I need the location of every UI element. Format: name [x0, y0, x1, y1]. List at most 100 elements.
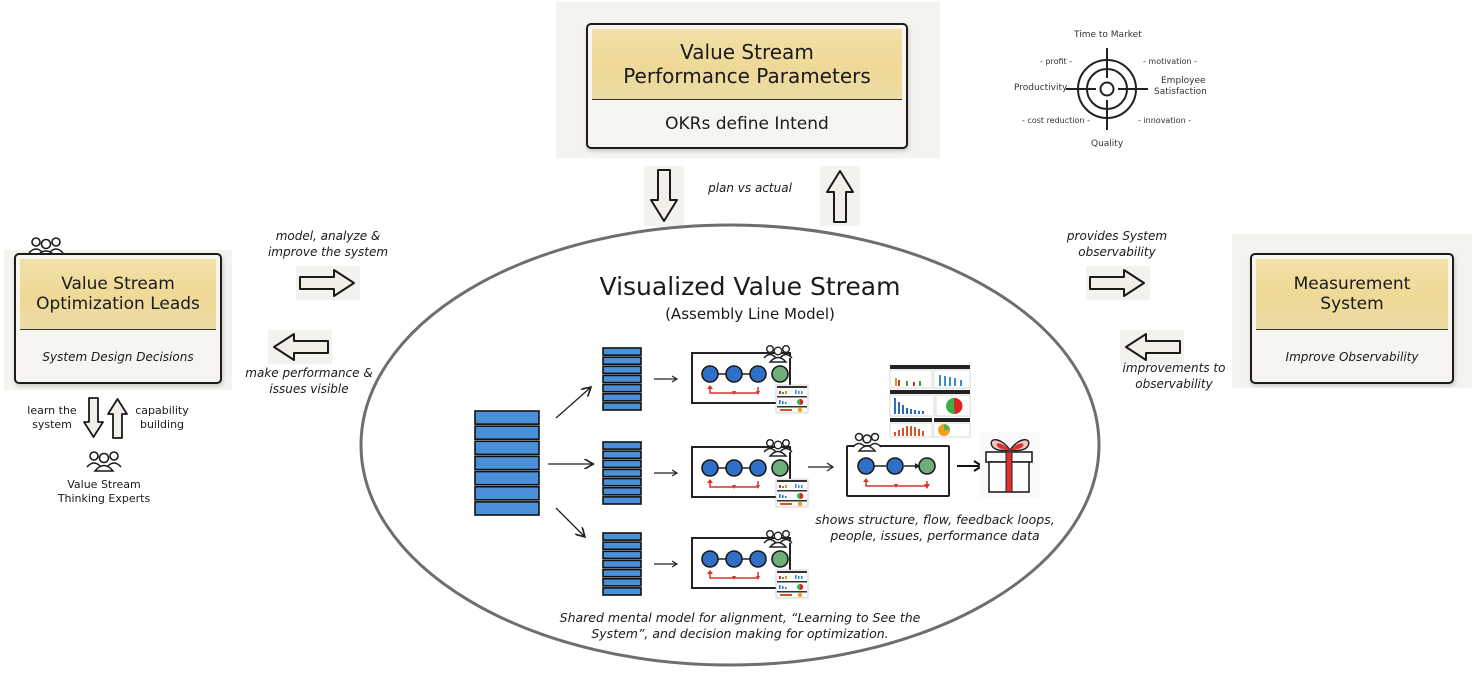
arrow-to-stream-3: [555, 507, 584, 536]
stream-backlog: [602, 441, 642, 505]
process-node: [749, 365, 767, 383]
experts-line2: Thinking Experts: [57, 492, 151, 505]
stream-row: [596, 437, 812, 527]
capability-label-line1: capability: [135, 404, 189, 417]
backlog-item: [602, 392, 642, 402]
aggregate-node-3: [918, 457, 936, 475]
stream-backlog: [602, 532, 642, 596]
process-node: [701, 459, 719, 477]
left-box-header: Value Stream Optimization Leads: [20, 259, 216, 330]
stream-process: [654, 345, 809, 414]
aggregate-node-1: [857, 457, 875, 475]
target-label-right-line1: Employee: [1161, 76, 1206, 86]
stream-row: [596, 528, 812, 618]
stream-row: [596, 343, 812, 433]
backlog-item: [602, 587, 642, 596]
target-label-top-left: - profit -: [1040, 57, 1073, 66]
process-node: [725, 459, 743, 477]
arrow-left-improvements: [1120, 330, 1184, 364]
mini-dashboard: [775, 569, 809, 599]
value-stream-thinking-experts-label: Value Stream Thinking Experts: [44, 478, 164, 506]
shared-mental-line1: Shared mental model for alignment, “Lear…: [559, 610, 921, 625]
stream-backlog-items: [602, 532, 642, 596]
arrow-right-to-value-stream: [296, 266, 360, 300]
provides-label-line1: provides System: [1066, 229, 1168, 243]
capability-building-label: capability building: [130, 404, 194, 432]
backlog-item: [602, 577, 642, 587]
backlog-item: [602, 486, 642, 496]
improvements-observability-label: improvements to observability: [1112, 360, 1236, 392]
target-label-top-right: - motivation -: [1143, 57, 1197, 66]
arrow-down-plan: [644, 166, 684, 226]
right-box-title-line2: System: [1320, 294, 1384, 314]
target-label-bottom-right: - innovation -: [1138, 116, 1192, 125]
measurement-system-box: Measurement System Improve Observability: [1250, 253, 1454, 384]
backlog-item: [474, 485, 540, 501]
target-label-bottom-left: - cost reduction -: [1022, 116, 1090, 125]
backlog-item: [602, 559, 642, 569]
make-performance-visible-label: make performance & issues visible: [236, 365, 382, 397]
backlog-item: [474, 425, 540, 441]
improvements-label-line2: observability: [1135, 377, 1213, 391]
top-box-title-line2: Performance Parameters: [623, 64, 871, 88]
learn-label-line1: learn the: [27, 404, 77, 417]
improvements-label-line1: improvements to: [1122, 361, 1226, 375]
backlog-item: [602, 374, 642, 384]
model-analyze-label-line1: model, analyze &: [275, 229, 381, 243]
value-stream-optimization-leads-box: Value Stream Optimization Leads System D…: [14, 253, 222, 384]
arrow-to-aggregate: [808, 462, 835, 472]
top-box-subtitle: OKRs define Intend: [592, 101, 902, 147]
main-backlog-stack: [474, 410, 540, 516]
make-performance-label-line1: make performance &: [245, 366, 373, 380]
stream-process: [654, 439, 809, 508]
target-label-top: Time to Market: [1074, 30, 1142, 40]
plan-vs-actual-label: plan vs actual: [708, 181, 792, 195]
capability-label-line2: building: [139, 418, 185, 431]
shared-mental-model-caption: Shared mental model for alignment, “Lear…: [540, 610, 940, 642]
aggregate-dashboard: [889, 364, 971, 438]
backlog-item: [602, 356, 642, 366]
backlog-item: [474, 470, 540, 486]
process-node: [701, 550, 719, 568]
backlog-item: [602, 347, 642, 356]
learn-the-system-label: learn the system: [22, 404, 82, 432]
mini-dashboard: [775, 478, 809, 508]
model-analyze-label: model, analyze & improve the system: [256, 228, 400, 260]
right-box-header: Measurement System: [1256, 259, 1448, 330]
left-box-subtitle: System Design Decisions: [20, 331, 216, 382]
provides-observability-label: provides System observability: [1052, 228, 1182, 260]
stream-backlog: [602, 347, 642, 411]
learn-label-line2: system: [32, 418, 72, 431]
backlog-item: [602, 365, 642, 375]
left-box-title-line1: Value Stream: [61, 273, 175, 294]
provides-label-line2: observability: [1078, 245, 1156, 259]
right-box-title-line1: Measurement: [1293, 273, 1411, 294]
process-node: [701, 365, 719, 383]
fan-arrows: [548, 380, 640, 520]
arrow-up-actual: [820, 166, 860, 226]
visualized-value-stream-title: Visualized Value Stream: [599, 272, 901, 301]
mini-dashboard: [775, 384, 809, 414]
top-box-title-line1: Value Stream: [680, 40, 814, 64]
arrow-up-capability: [107, 398, 128, 439]
backlog-item: [602, 541, 642, 551]
arrow-to-stream-1: [555, 388, 590, 419]
process-node-done: [771, 459, 789, 477]
stream-team-icon: [763, 530, 793, 548]
make-performance-label-line2: issues visible: [269, 382, 349, 396]
aggregate-node-2: [886, 457, 904, 475]
backlog-item: [602, 450, 642, 460]
process-node-done: [771, 365, 789, 383]
assembly-line-model-subtitle: (Assembly Line Model): [665, 305, 835, 323]
process-node: [725, 365, 743, 383]
shows-structure-caption: shows structure, flow, feedback loops, p…: [808, 512, 1062, 544]
target-label-right-line2: Satisfaction: [1154, 87, 1207, 97]
backlog-item: [602, 441, 642, 450]
aggregate-team-icon: [852, 432, 882, 452]
dashboard-charts: [889, 364, 971, 438]
process-node-done: [771, 550, 789, 568]
process-node: [749, 459, 767, 477]
backlog-item: [602, 532, 642, 541]
backlog-item: [474, 501, 540, 516]
